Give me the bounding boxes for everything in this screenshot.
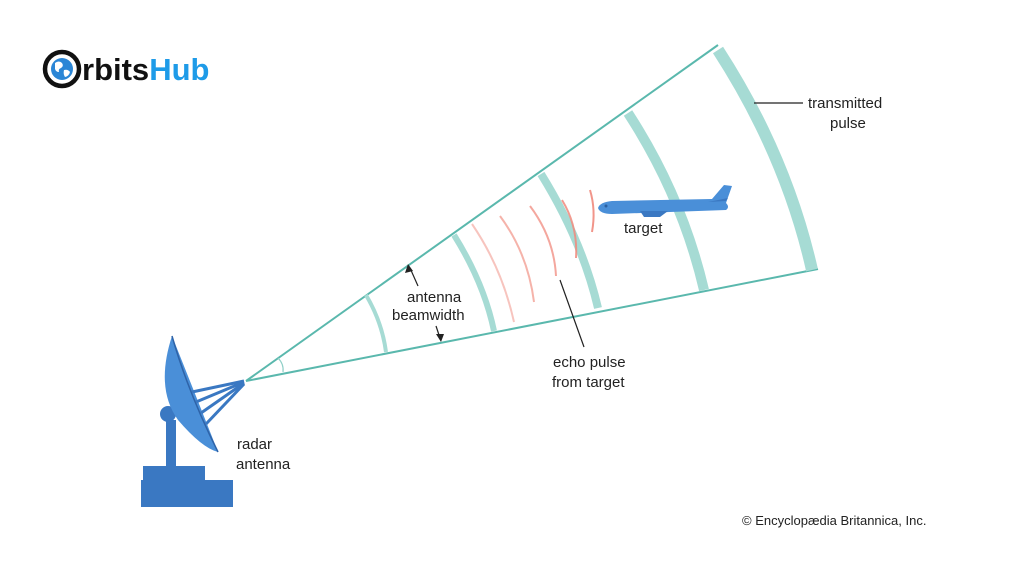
- antenna-base-top: [143, 466, 205, 482]
- pulse-arc-4: [623, 110, 709, 292]
- beam-angle-arc: [277, 357, 284, 373]
- beam-cone: [245, 44, 819, 382]
- echo-arc-2: [561, 199, 578, 259]
- echo-arc-1: [589, 189, 595, 233]
- label-transmitted-pulse-1: transmitted: [808, 95, 882, 112]
- echo-arc-3: [529, 205, 557, 277]
- svg-text:rbitsHub: rbitsHub: [82, 52, 209, 87]
- pulse-arc-5: [712, 46, 818, 272]
- label-echo-pulse-1: echo pulse: [553, 354, 626, 371]
- radar-antenna-icon: [141, 335, 246, 507]
- echo-pulse-arcs: [471, 189, 595, 323]
- antenna-post: [166, 420, 176, 468]
- label-antenna-beamwidth-2: beamwidth: [392, 307, 465, 324]
- beam-lower-edge: [245, 268, 819, 382]
- label-radar-antenna-1: radar: [237, 436, 272, 453]
- logo-text-dark: rbits: [82, 52, 149, 87]
- label-radar-antenna-2: antenna: [236, 456, 291, 473]
- echo-pulse-leader: [559, 279, 585, 348]
- logo-text-accent: Hub: [149, 52, 209, 87]
- beamwidth-arrow-up: [405, 264, 419, 287]
- pulse-arc-1: [364, 293, 388, 353]
- label-antenna-beamwidth-1: antenna: [407, 289, 462, 306]
- globe-icon: [51, 58, 73, 80]
- echo-arc-4: [499, 215, 535, 303]
- orbitshub-logo: rbitsHub: [42, 49, 209, 89]
- antenna-base-bottom: [141, 480, 233, 507]
- copyright-credit: © Encyclopædia Britannica, Inc.: [742, 513, 926, 528]
- label-transmitted-pulse-2: pulse: [830, 115, 866, 132]
- label-echo-pulse-2: from target: [552, 374, 625, 391]
- logo-o-ring: [42, 49, 82, 89]
- transmitted-pulse-arcs: [364, 46, 818, 353]
- label-target: target: [624, 220, 663, 237]
- airplane-icon: [598, 185, 732, 217]
- pulse-arc-2: [451, 233, 497, 332]
- beam-upper-edge: [245, 44, 719, 382]
- beamwidth-arrow-down: [435, 325, 444, 342]
- echo-arc-5: [471, 223, 515, 323]
